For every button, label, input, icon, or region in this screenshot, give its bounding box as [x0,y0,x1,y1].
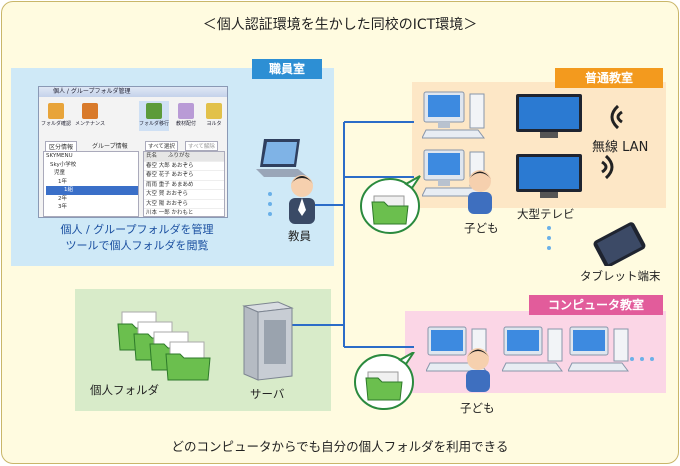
tv-label: 大型テレビ [517,207,575,221]
folder-bubble-icon [360,175,421,234]
tv-icon [516,154,582,198]
teacher-avatar-icon [289,175,315,224]
list-item[interactable]: 大空 賀 おおぞら [144,190,224,200]
wireless-signal-icon [601,154,614,180]
toolbar-maintenance-button[interactable]: メンテナンス [75,101,105,131]
classroom-label: 普通教室 [555,68,663,88]
child-avatar-icon [468,170,492,214]
tree-node[interactable]: Sky小学校 [50,161,77,168]
wireless-signal-icon [610,104,623,130]
select-all-button[interactable]: すべて選択 [145,141,178,151]
classroom-more-dots [547,226,551,256]
server-label: サーバ [250,387,285,401]
window-title: 個人 / グループフォルダ管理 [39,87,227,97]
server-icon [242,301,294,381]
toolbar-folder-confirm-button[interactable]: フォルダ確認 [41,101,71,131]
classroom-pc-icon [422,149,485,197]
staff-caption: 個人 / グループフォルダを管理 ツールで個人フォルダを閲覧 [60,223,214,252]
personal-folders-icon [117,311,211,381]
list-header: 氏名 ふりがな [144,152,224,162]
tablet-label: タブレット端末 [580,269,661,283]
tree-node[interactable]: SKYMENU [46,153,73,159]
list-item[interactable]: 川本 一郎 かわもと [144,209,224,217]
folder-management-window: 個人 / グループフォルダ管理 フォルダ確認 メンテナンス フォルダ移行 教材配… [38,86,228,218]
wireless-lan-label: 無線 LAN [592,140,649,155]
tree-node[interactable]: 2年 [58,195,67,202]
staff-room-label: 職員室 [252,59,322,79]
child-avatar-icon [466,348,490,392]
teacher-label: 教員 [288,229,311,243]
list-item[interactable]: 雨雨 重子 あまあめ [144,181,224,190]
computer-room-label: コンピュータ教室 [529,295,663,315]
student-list: 氏名 ふりがな 春空 大郎 あおぞら 春空 花子 あおぞら 雨雨 重子 あまあめ… [143,151,225,217]
tv-icon [516,94,582,138]
staff-more-dots [268,192,272,222]
diagram-footer: どのコンピュータからでも自分の個人フォルダを利用できる [171,439,509,454]
tablet-icon [593,222,646,266]
clear-all-button[interactable]: すべて解除 [185,141,218,151]
computer-room-child-label: 子ども [460,401,495,415]
classroom-child-label: 子ども [464,221,499,235]
teacher-laptop-icon [256,139,308,177]
tree-node[interactable]: 3年 [58,204,67,210]
tree-node[interactable]: 1組 [46,186,138,195]
computer-room-pc-icon [426,326,487,372]
classroom-pc-icon [422,91,485,139]
computer-room-pc-icon [568,326,629,372]
toolbar-other-button[interactable]: ヨルタ [199,101,227,131]
toolbar-material-distribute-button[interactable]: 教材配付 [171,101,201,131]
category-tree: SKYMENU Sky小学校 児童 1年 1組 2年 3年 [43,151,139,217]
list-item[interactable]: 大空 陽 おおぞら [144,200,224,209]
tab-group-info[interactable]: グループ情報 [92,143,128,150]
list-item[interactable]: 春空 花子 あおぞら [144,171,224,181]
computer-room-more-dots [630,346,654,365]
toolbar-folder-move-button[interactable]: フォルダ移行 [139,101,169,131]
tree-node[interactable]: 1年 [58,178,67,185]
diagram-title: ＜個人認証環境を生かした同校のICT環境＞ [202,17,478,33]
list-item[interactable]: 春空 大郎 あおぞら [144,162,224,171]
tree-node[interactable]: 児童 [54,170,66,176]
folder-bubble-icon [354,352,415,410]
computer-room-pc-icon [502,326,563,372]
personal-folder-label: 個人フォルダ [90,383,159,397]
